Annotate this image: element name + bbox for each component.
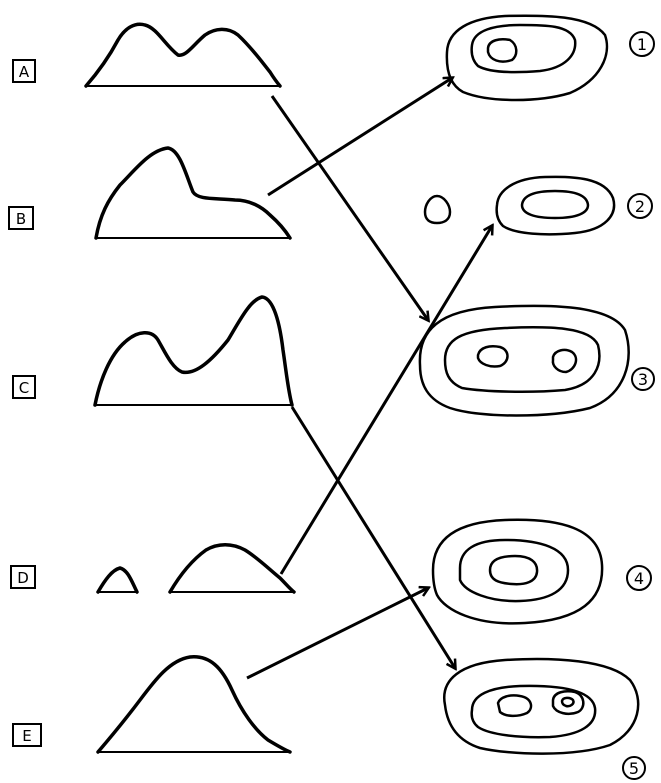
- contour-map-3: [418, 304, 630, 417]
- map-number-2-text: 2: [635, 197, 645, 216]
- contour-map-2: [423, 175, 616, 236]
- profile-e: [96, 655, 292, 754]
- profile-b: [94, 146, 292, 240]
- profile-label-d-text: D: [17, 569, 29, 587]
- map-number-1-text: 1: [637, 35, 647, 54]
- map-number-1: 1: [629, 31, 655, 57]
- profile-label-c: C: [12, 375, 36, 399]
- profile-label-b: B: [8, 206, 34, 230]
- arrow-b-to-1: [267, 78, 452, 197]
- profile-label-a: A: [12, 59, 36, 83]
- profile-label-b-text: B: [16, 210, 26, 228]
- map-number-2: 2: [627, 193, 653, 219]
- contour-map-4: [431, 518, 604, 625]
- profile-c: [93, 295, 294, 407]
- profile-a: [84, 22, 282, 88]
- contour-map-1: [445, 14, 609, 102]
- contour-map-5: [443, 657, 640, 755]
- profile-d: [96, 543, 296, 594]
- profile-label-e: E: [12, 723, 42, 747]
- profile-label-c-text: C: [19, 379, 29, 397]
- map-number-3-text: 3: [638, 370, 648, 389]
- map-number-4-text: 4: [634, 569, 644, 588]
- map-number-5-text: 5: [629, 759, 639, 778]
- profile-label-a-text: A: [19, 63, 30, 81]
- map-number-4: 4: [626, 565, 652, 591]
- arrow-d-to-2: [279, 226, 492, 575]
- profile-label-d: D: [10, 565, 36, 589]
- map-number-3: 3: [631, 367, 655, 391]
- map-number-5: 5: [622, 756, 646, 780]
- arrow-c-to-5: [290, 406, 455, 668]
- arrow-e-to-4: [246, 588, 428, 680]
- profile-label-e-text: E: [22, 727, 31, 745]
- arrow-a-to-3: [270, 95, 428, 320]
